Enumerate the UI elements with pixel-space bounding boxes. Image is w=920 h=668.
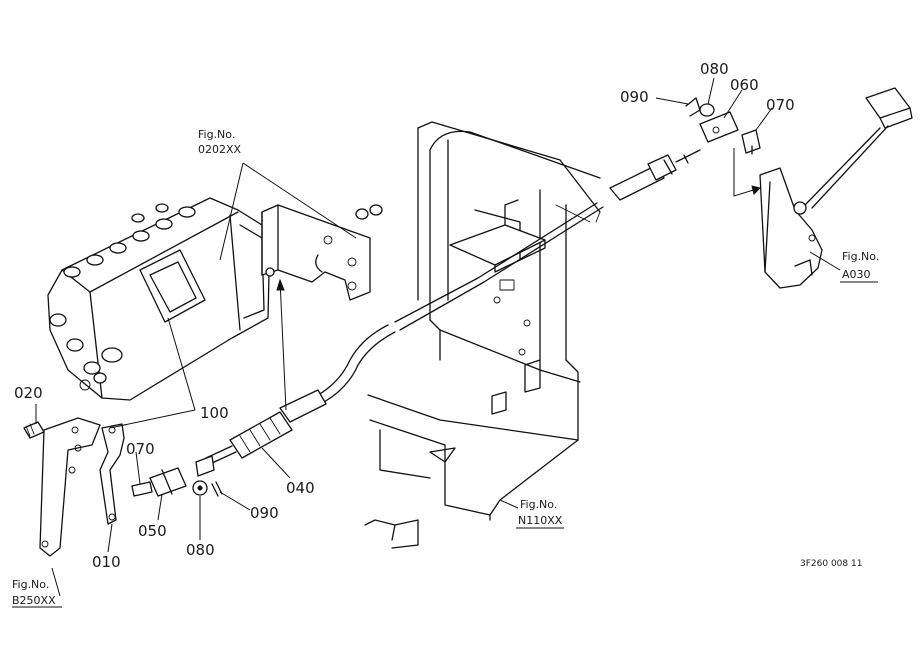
link-assembly-right (685, 97, 761, 155)
callout-070-left: 070 (126, 440, 155, 458)
assembly-arrows (276, 148, 761, 411)
callout-010: 010 (92, 553, 121, 571)
fig-ref-n110-code: N110XX (518, 514, 563, 527)
link-assembly-left (131, 455, 223, 497)
fig-ref-0202-label: Fig.No. (198, 128, 235, 141)
drawing-code: 3F260 008 11 (800, 559, 862, 569)
fig-ref-n110-label: Fig.No. (520, 498, 557, 511)
accelerator-pedal-drawing (759, 87, 913, 289)
callout-080-left: 080 (186, 541, 215, 559)
callout-090-left: 090 (250, 504, 279, 522)
callout-090-right: 090 (620, 88, 649, 106)
callout-050: 050 (138, 522, 167, 540)
pump-outlets (63, 203, 196, 278)
injection-pump-drawing (47, 197, 271, 401)
callout-070-right: 070 (766, 96, 795, 114)
lever-010-drawing (23, 417, 125, 557)
callout-080-right: 080 (700, 60, 729, 78)
callout-060: 060 (730, 76, 759, 94)
fig-ref-a030-label: Fig.No. (842, 250, 879, 263)
fig-ref-a030-code: A030 (842, 268, 871, 281)
figure-references: Fig.No. 0202XX Fig.No. A030 Fig.No. N110… (12, 128, 879, 607)
fig-ref-b250-code: B250XX (12, 594, 56, 607)
callout-020: 020 (14, 384, 43, 402)
fig-ref-b250-label: Fig.No. (12, 578, 49, 591)
leader-lines (12, 77, 878, 608)
callout-100: 100 (200, 404, 229, 422)
callout-040: 040 (286, 479, 315, 497)
fig-ref-0202-code: 0202XX (198, 143, 242, 156)
tractor-frame-drawing (364, 121, 601, 549)
throttle-cable-040 (205, 149, 701, 465)
callout-labels: 020 100 070 040 090 050 080 010 090 080 … (14, 60, 795, 571)
